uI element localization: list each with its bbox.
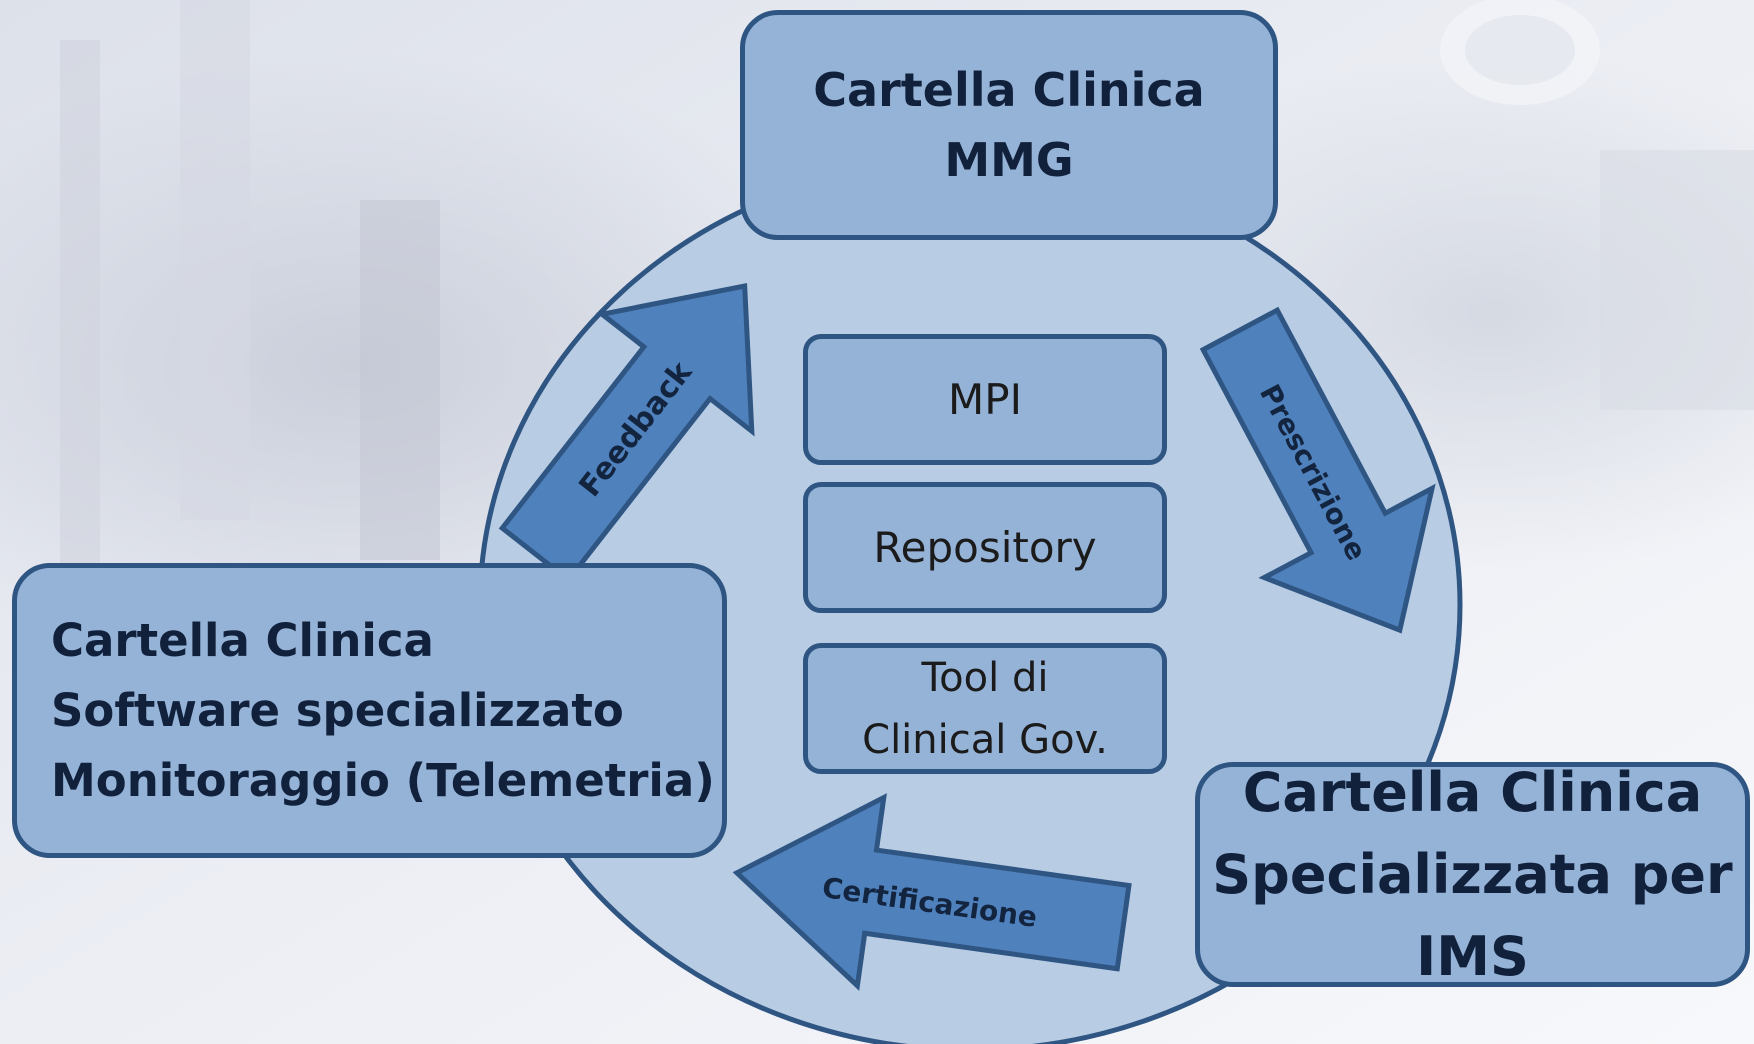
mpi-box: MPI (803, 334, 1167, 465)
software-title: Cartella Clinica (51, 613, 434, 667)
ims-title: Cartella Clinica (1242, 760, 1703, 824)
cartella-clinica-ims-box: Cartella Clinica Specializzata per IMS (1195, 761, 1750, 988)
ims-label: IMS (1416, 924, 1529, 988)
cartella-clinica-software-box: Cartella Clinica Software specializzato … (12, 563, 727, 858)
tool-label-line1: Tool di (921, 654, 1049, 701)
mmg-title: Cartella Clinica (813, 63, 1205, 117)
software-subtitle: Software specializzato (51, 683, 624, 737)
repository-label: Repository (873, 523, 1097, 572)
repository-box: Repository (803, 482, 1167, 613)
certificazione-arrow: Certificazione (732, 793, 1132, 991)
clinical-governance-tool-box: Tool di Clinical Gov. (803, 643, 1167, 774)
monitoring-subtitle: Monitoraggio (Telemetria) (51, 753, 715, 807)
tool-label-line2: Clinical Gov. (862, 716, 1108, 763)
ims-subtitle: Specializzata per (1212, 842, 1733, 906)
mmg-subtitle: MMG (944, 133, 1074, 187)
cartella-clinica-mmg-box: Cartella Clinica MMG (740, 10, 1278, 240)
mpi-label: MPI (948, 375, 1022, 424)
feedback-arrow: Feedback (498, 283, 755, 584)
